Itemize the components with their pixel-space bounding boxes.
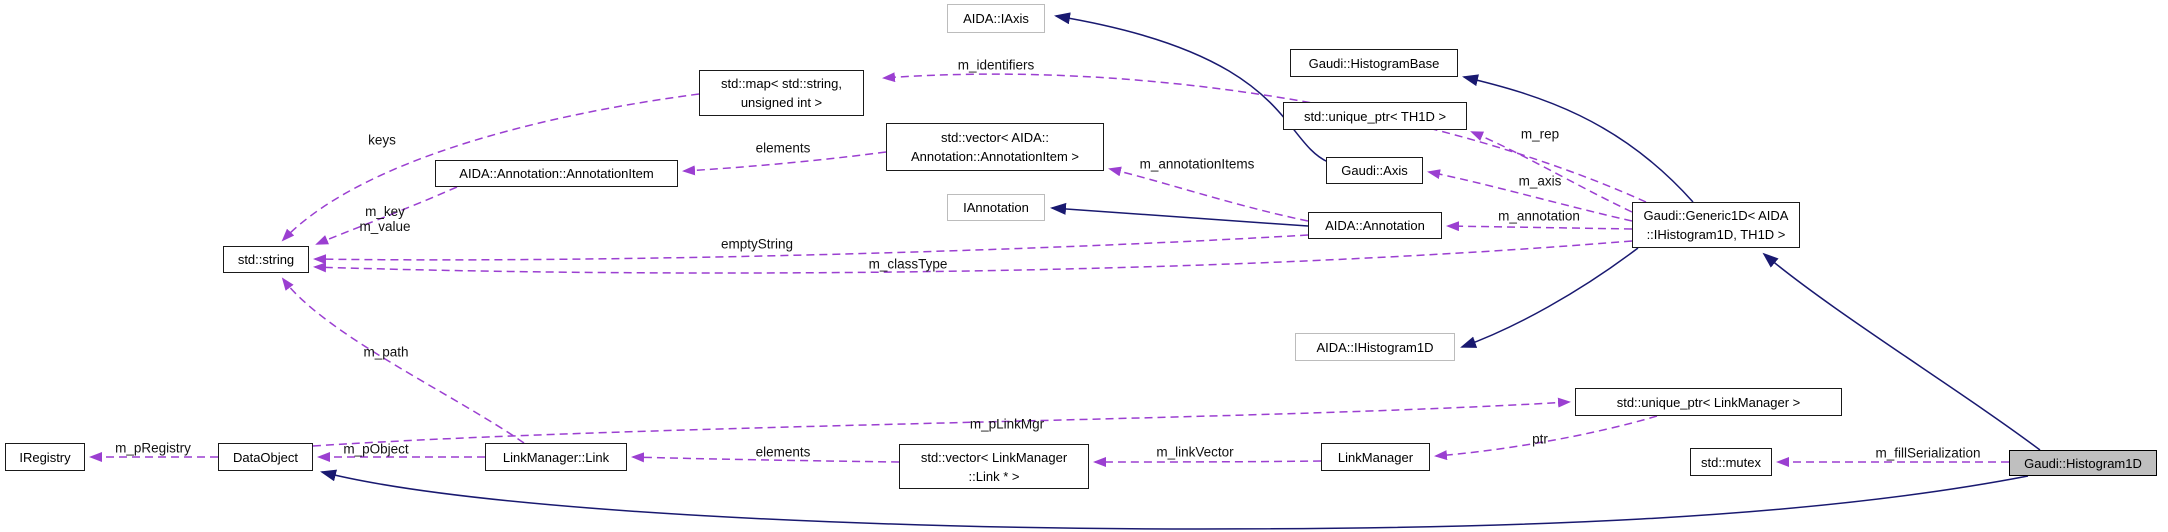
edge-gaudiaxis-to-iaxis [1054,12,1329,163]
edge-label-m-plinkmgr: m_pLinkMgr [969,416,1045,432]
edge-m-annotation [1446,221,1633,232]
edge-elements-annotationitem [682,151,887,176]
edge-m-linkvector [1093,456,1322,467]
edge-histogram1d-to-generic1d [1762,252,2041,451]
node-aida-ihistogram1d[interactable]: AIDA::IHistogram1D [1295,333,1455,361]
edge-label-ptr: ptr [1532,431,1548,447]
node-std-string[interactable]: std::string [223,246,309,273]
edge-m-classtype [313,240,1633,274]
edge-m-path [281,277,525,444]
edge-generic1d-to-ihistogram1d [1460,247,1639,348]
edge-label-m-fillserialization: m_fillSerialization [1875,445,1981,461]
edge-generic1d-to-histogrambase [1462,74,1694,203]
edge-emptystring [313,234,1309,265]
edge-label-m-linkvector: m_linkVector [1156,444,1234,460]
edge-label-m-annotationitems: m_annotationItems [1139,156,1255,172]
node-iregistry[interactable]: IRegistry [5,443,85,471]
edge-label-m-axis: m_axis [1518,173,1562,189]
node-std-map-string-uint[interactable]: std::map< std::string, unsigned int > [699,70,864,116]
node-linkmanager[interactable]: LinkManager [1321,443,1430,471]
edge-histogram1d-to-dataobject [320,469,2029,530]
edge-label-m-classtype: m_classType [868,256,948,272]
node-std-vector-annotationitem[interactable]: std::vector< AIDA:: Annotation::Annotati… [886,123,1104,171]
edge-m-rep [1470,131,1633,213]
edge-label-keys: keys [368,132,396,148]
edge-label-m-pregistry: m_pRegistry [115,440,191,456]
edge-m-key-m-value [315,186,458,245]
node-dataobject[interactable]: DataObject [218,443,313,471]
edge-label-m-rep: m_rep [1520,126,1560,142]
node-std-unique-ptr-th1d[interactable]: std::unique_ptr< TH1D > [1283,102,1467,130]
node-gaudi-axis[interactable]: Gaudi::Axis [1326,157,1423,184]
edge-label-elements-bottom: elements [755,444,811,460]
edge-elements-link [631,452,900,463]
node-linkmanager-link[interactable]: LinkManager::Link [485,443,627,471]
node-std-unique-ptr-linkmanager[interactable]: std::unique_ptr< LinkManager > [1575,388,1842,416]
node-gaudi-histogrambase[interactable]: Gaudi::HistogramBase [1290,49,1458,77]
edge-ptr [1434,415,1658,461]
node-aida-iaxis[interactable]: AIDA::IAxis [947,4,1045,33]
edge-label-elements-top: elements [755,140,811,156]
node-gaudi-generic1d[interactable]: Gaudi::Generic1D< AIDA ::IHistogram1D, T… [1632,202,1800,248]
edge-m-axis [1427,169,1633,222]
node-aida-annotation-annotationitem[interactable]: AIDA::Annotation::AnnotationItem [435,160,678,187]
edge-label-m-path: m_path [363,344,409,360]
edge-label-m-annotation: m_annotation [1498,208,1580,224]
edge-m-plinkmgr [312,397,1571,447]
edge-m-identifiers [882,72,1647,203]
edge-label-m-key-m-value: m_key m_value [359,204,411,234]
edge-keys [281,93,700,242]
node-iannotation[interactable]: IAnnotation [947,194,1045,221]
edge-annotation-to-iannotation [1050,202,1309,227]
node-aida-annotation[interactable]: AIDA::Annotation [1308,212,1442,239]
node-std-vector-linkmanager-link[interactable]: std::vector< LinkManager ::Link * > [899,444,1089,489]
node-std-mutex[interactable]: std::mutex [1690,448,1772,476]
edge-m-annotationitems [1108,166,1309,222]
edge-label-emptystring: emptyString [720,236,794,252]
edge-label-m-identifiers: m_identifiers [957,57,1035,73]
edge-label-m-pobject: m_pObject [343,441,409,457]
node-gaudi-histogram1d-main[interactable]: Gaudi::Histogram1D [2009,450,2157,476]
